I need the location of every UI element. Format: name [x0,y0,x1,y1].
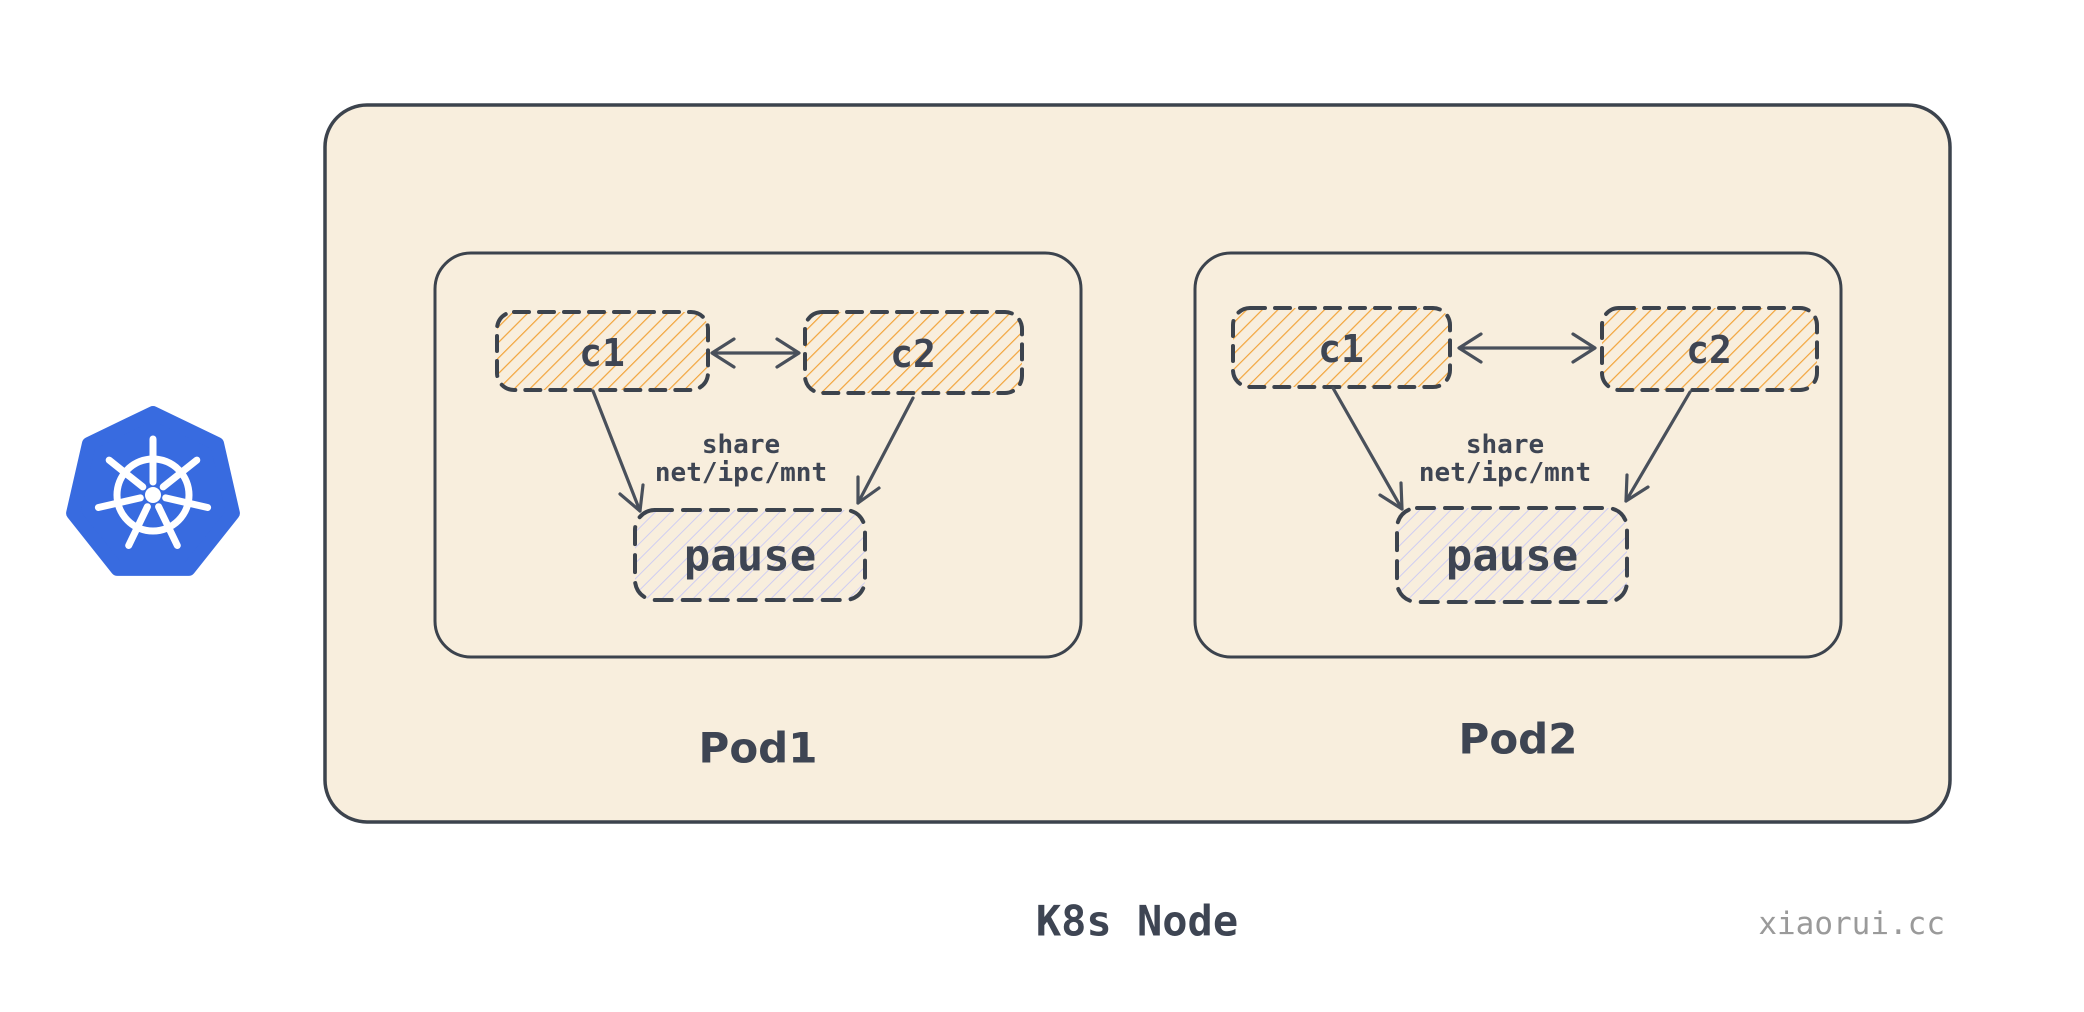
kubernetes-wheel-icon [94,435,212,549]
pod1-c1-c2-arrow [710,337,801,369]
watermark: xiaorui.cc [1758,906,1945,942]
pod1-pause-box [633,508,867,602]
node-box [323,103,1952,824]
pod1-container-c1-box [495,310,710,392]
pod1-share-label-line2: net/ipc/mnt [655,458,827,488]
pod2-pause-label: pause [1446,531,1578,582]
pod1-share-label-line1: share [702,430,780,460]
pod2-container-c2-label: c2 [1686,328,1732,372]
pod2-c2-pause-arrow [1624,390,1692,503]
pod2-c1-c2-arrow [1457,332,1597,364]
pod1-container-c2-box [803,310,1024,395]
pod2-c1-pause-arrow [1331,386,1404,511]
pod1-box [433,251,1083,659]
pod1-pause-label: pause [684,531,816,582]
pod2-container-c1-box [1231,306,1452,389]
pod2-label: Pod2 [1459,715,1578,764]
pod2-group: c1 c2 share net/ipc/mnt pause P [1193,251,1843,764]
pod2-container-c1-label: c1 [1318,327,1364,371]
pod2-share-label-line1: share [1466,430,1544,460]
kubernetes-icon [66,406,240,576]
pod2-share-label-line2: net/ipc/mnt [1419,458,1591,488]
pod2-container-c2-box [1600,306,1819,392]
node-label: K8s Node [1036,897,1238,946]
pod1-c1-pause-arrow [591,389,645,513]
pod1-container-c2-label: c2 [890,332,936,376]
pod1-container-c1-label: c1 [579,331,625,375]
pod1-group: c1 c2 share net/ipc/mnt pause P [433,251,1083,773]
pod2-box [1193,251,1843,659]
pod1-c2-pause-arrow [856,396,915,505]
pod2-pause-box [1395,506,1629,604]
pod1-label: Pod1 [699,724,818,773]
